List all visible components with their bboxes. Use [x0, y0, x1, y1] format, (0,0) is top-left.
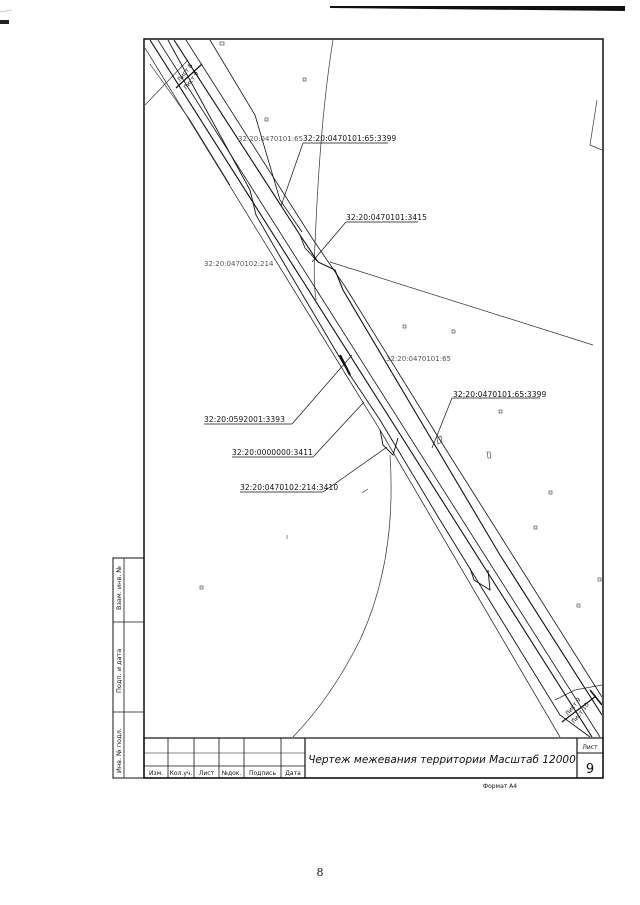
parcel-label-3393: 32:20:0592001:3393 [204, 415, 285, 424]
sheet-number: 9 [586, 762, 594, 777]
parcel-label-65: 32:20:0470101:65 [386, 355, 451, 363]
side-stamp: Взам. инв. № Подп. и дата Инв. № подл. [112, 557, 145, 779]
tb-header-count: Кол.уч. [170, 770, 193, 777]
parcel-label-3399-a: 32:20:0470101:65:3399 [303, 134, 396, 143]
drawing-frame [143, 38, 604, 779]
tb-header-signature: Подпись [249, 770, 276, 777]
parcel-label-partial-top: 32:20:0470101:65 [238, 135, 303, 143]
tb-header-doc: №док. [222, 770, 242, 777]
parcel-label-3415: 32:20:0470101:3415 [346, 213, 427, 222]
drawing-title: Чертеж межевания территории Масштаб 1200… [308, 754, 576, 766]
scan-artifacts [0, 6, 625, 24]
road-corridor [145, 40, 602, 737]
title-block: Изм. Кол.уч. Лист №док. Подпись Дата Чер… [143, 737, 604, 779]
stamp-label-orig-inv: Инв. № подл. [115, 728, 123, 773]
tb-header-sheet: Лист [199, 770, 215, 777]
parcel-label-3399-b: 32:20:0470101:65:3399 [453, 390, 546, 399]
tb-header-date: Дата [285, 770, 301, 777]
leader-lines [204, 142, 540, 493]
sheet-label: Лист [582, 744, 598, 751]
tb-header-change: Изм. [149, 770, 163, 777]
parcel-label-3411: 32:20:0000000:3411 [232, 448, 313, 457]
stamp-label-replace-inv: Взам. инв. № [115, 566, 123, 610]
match-line-bottom: Лист 9 Лист 10 [561, 695, 597, 725]
page-number: 8 [316, 866, 324, 879]
parcel-label-3410: 32:20:0470102:214:3410 [240, 483, 338, 492]
format-label: Формат А4 [483, 783, 517, 790]
point-markers [199, 41, 602, 608]
stamp-label-sign-date: Подп. и дата [115, 649, 123, 693]
parcel-boundaries [145, 40, 602, 737]
parcel-label-214: 32:20:0470102:214 [204, 260, 274, 268]
